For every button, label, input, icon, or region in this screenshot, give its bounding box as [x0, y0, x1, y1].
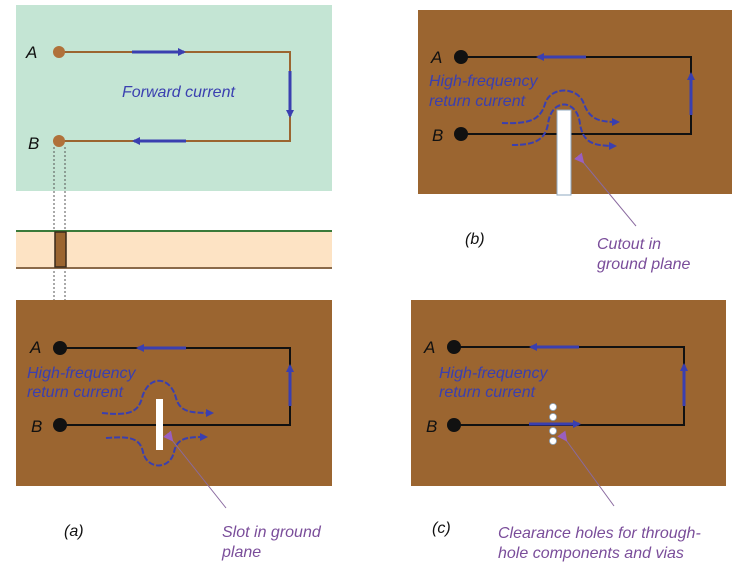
ground-cutout	[556, 109, 572, 196]
clearance-hole	[549, 413, 557, 421]
caption-c: (c)	[432, 520, 451, 537]
cutout-callout-leader	[574, 152, 637, 227]
return-path-lower	[105, 433, 208, 467]
node-a-label: A	[430, 48, 442, 67]
clearance-hole	[549, 437, 557, 445]
board-cross-section	[16, 230, 332, 269]
node-b-pad	[53, 418, 67, 432]
ground-slot	[156, 399, 163, 450]
cutout-callout-line1: Cutout in	[597, 236, 661, 253]
return-path-outer	[501, 89, 620, 126]
node-a-pad	[53, 341, 67, 355]
caption-b: (b)	[465, 231, 485, 248]
panel-c-ground-plane: A B High-frequency return current	[411, 300, 726, 486]
node-b-pad	[447, 418, 461, 432]
return-current-label-line2: return current	[27, 384, 124, 401]
ground-plane-board	[411, 300, 726, 486]
node-b-label: B	[31, 417, 42, 436]
panel-b-ground-plane: A B High-frequency return current	[418, 10, 732, 196]
node-a-label: A	[25, 43, 37, 62]
dielectric-layer	[16, 231, 332, 268]
slot-callout-leader	[163, 430, 227, 509]
forward-current-label: Forward current	[122, 84, 235, 101]
clearance-hole	[549, 427, 557, 435]
node-a-pad	[53, 46, 65, 58]
clearance-hole	[549, 403, 557, 411]
slot-callout-line1: Slot in ground	[222, 524, 322, 541]
node-b-label: B	[432, 126, 443, 145]
via-barrel	[54, 231, 67, 268]
node-a-label: A	[423, 338, 435, 357]
cutout-callout-line2: ground plane	[597, 256, 691, 273]
holes-callout-leader	[557, 430, 615, 507]
node-b-label: B	[426, 417, 437, 436]
panel-a-signal-layer: A B Forward current	[16, 5, 332, 191]
caption-a: (a)	[64, 523, 84, 540]
holes-callout-line1: Clearance holes for through-	[498, 525, 701, 542]
node-b-pad	[454, 127, 468, 141]
return-current-label-line2: return current	[429, 93, 526, 110]
panel-a-ground-plane: A B High-frequency return current	[16, 300, 332, 486]
signal-layer-board	[16, 5, 332, 191]
return-current-label-line1: High-frequency	[439, 365, 549, 382]
return-path-inner	[511, 103, 617, 150]
node-b-pad	[53, 135, 65, 147]
slot-callout-line2: plane	[221, 544, 261, 561]
node-a-label: A	[29, 338, 41, 357]
node-a-pad	[454, 50, 468, 64]
node-b-label: B	[28, 134, 39, 153]
return-path-upper	[101, 379, 214, 417]
holes-callout-line2: hole components and vias	[498, 545, 684, 562]
node-a-pad	[447, 340, 461, 354]
return-current-label-line1: High-frequency	[429, 73, 539, 90]
return-current-label-line2: return current	[439, 384, 536, 401]
return-current-label-line1: High-frequency	[27, 365, 137, 382]
